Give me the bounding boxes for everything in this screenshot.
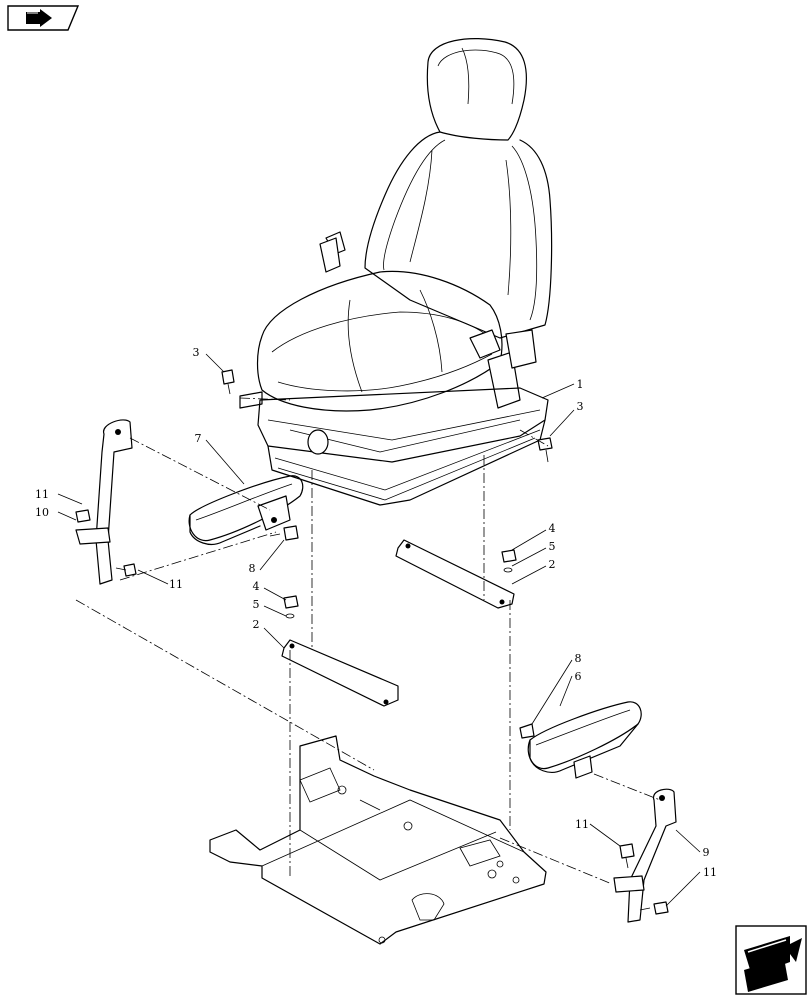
callout-11: 11 — [575, 818, 589, 831]
callout-labels: 3 1 3 7 11 10 11 8 4 5 2 4 5 2 8 6 11 9 … — [35, 346, 717, 879]
callout-9: 9 — [703, 846, 710, 859]
callout-3: 3 — [193, 346, 200, 359]
callout-1: 1 — [577, 378, 584, 391]
assembly-lines — [75, 397, 661, 885]
armrest-left — [188, 475, 304, 545]
book-icon[interactable] — [7, 5, 80, 31]
bracket-right — [613, 788, 677, 923]
callout-8: 8 — [575, 652, 582, 665]
mounting-plate-upper — [395, 539, 515, 609]
callout-2: 2 — [549, 558, 556, 571]
armrest-right — [527, 701, 642, 779]
callout-4: 4 — [549, 522, 556, 535]
callout-5: 5 — [253, 598, 260, 611]
seat-assembly — [239, 38, 553, 506]
callout-8: 8 — [249, 562, 256, 575]
callout-6: 6 — [575, 670, 582, 683]
fasteners — [75, 369, 669, 915]
callout-7: 7 — [195, 432, 202, 445]
callout-2: 2 — [253, 618, 260, 631]
callout-11: 11 — [35, 488, 49, 501]
callout-11: 11 — [703, 866, 717, 879]
seat-base-frame — [209, 735, 547, 945]
callout-5: 5 — [549, 540, 556, 553]
next-page-arrow-icon[interactable] — [735, 925, 807, 995]
callout-11: 11 — [169, 578, 183, 591]
leader-lines — [57, 353, 701, 907]
callout-4: 4 — [253, 580, 260, 593]
mounting-plate-lower — [281, 639, 399, 707]
callout-3: 3 — [577, 400, 584, 413]
bracket-left — [75, 419, 133, 585]
callout-10: 10 — [35, 506, 49, 519]
